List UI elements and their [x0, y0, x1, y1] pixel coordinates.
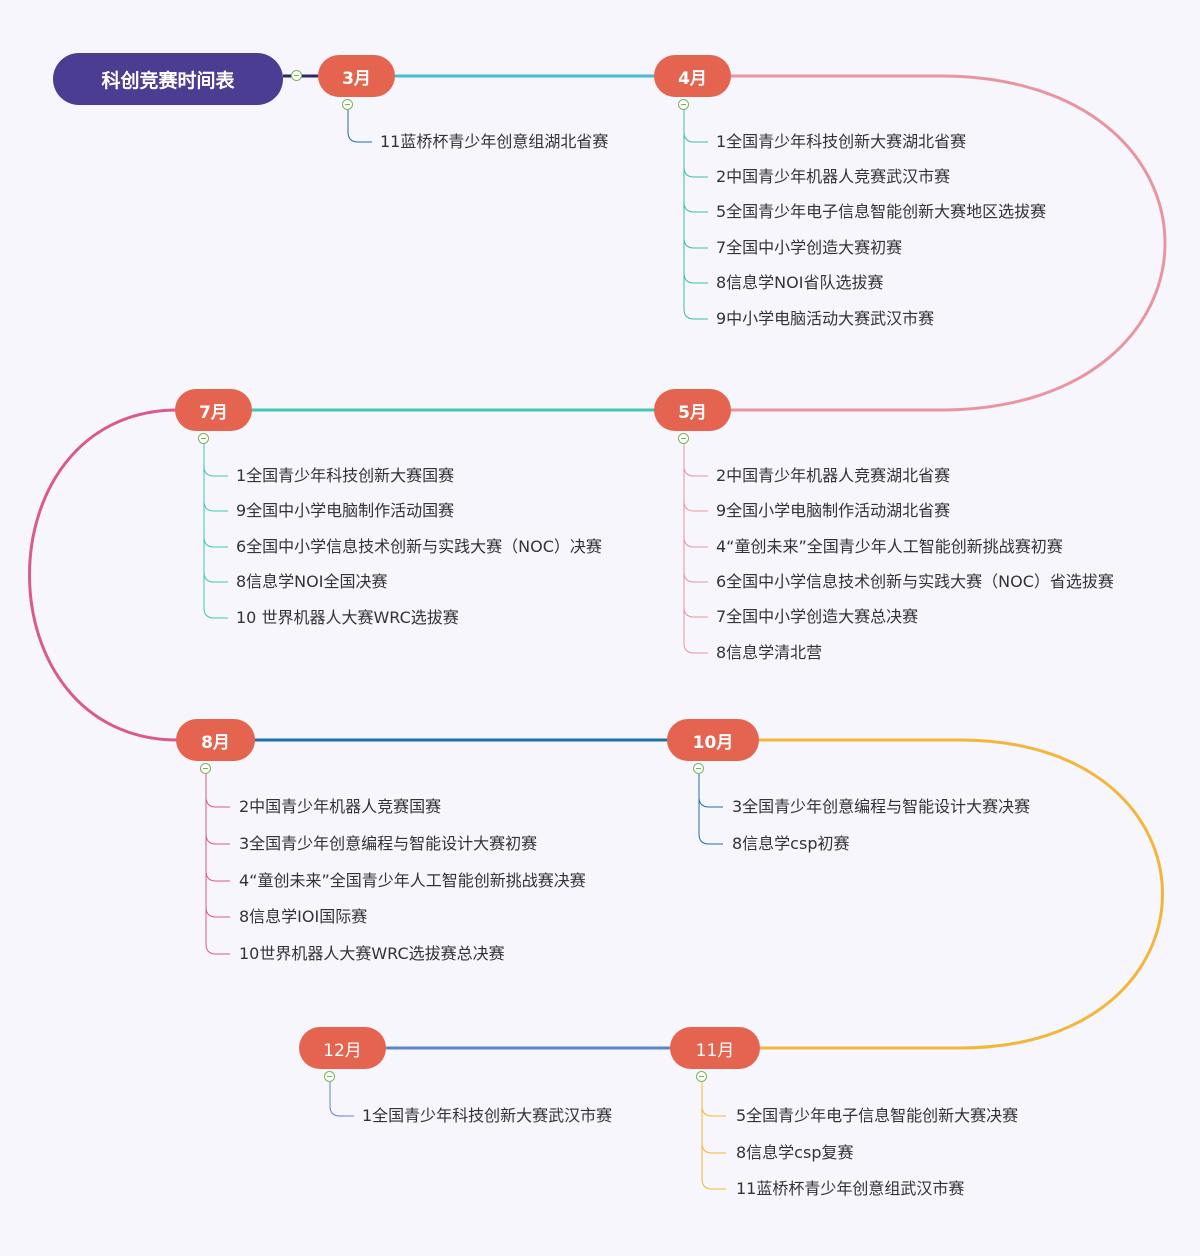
month-node-dec[interactable]: 12月 [299, 1027, 386, 1069]
collapse-icon[interactable] [678, 99, 689, 110]
collapse-icon[interactable] [291, 70, 302, 81]
list-item[interactable]: 7全国中小学创造大赛初赛 [716, 238, 903, 257]
month-node-nov[interactable]: 11月 [670, 1027, 760, 1069]
list-item[interactable]: 2中国青少年机器人竞赛国赛 [239, 797, 442, 816]
list-item[interactable]: 8信息学清北营 [716, 643, 823, 662]
collapse-icon[interactable] [693, 763, 704, 774]
list-item[interactable]: 10 世界机器人大赛WRC选拔赛 [236, 608, 459, 627]
list-item[interactable]: 8信息学NOI省队选拔赛 [716, 273, 884, 292]
link-oct-nov [758, 738, 1164, 1050]
list-item[interactable]: 7全国中小学创造大赛总决赛 [716, 607, 919, 626]
branch-aug [205, 774, 230, 955]
month-node-jul[interactable]: 7月 [175, 389, 252, 431]
list-item[interactable]: 5全国青少年电子信息智能创新大赛地区选拔赛 [716, 202, 1047, 221]
list-item[interactable]: 1全国青少年科技创新大赛武汉市赛 [362, 1106, 613, 1125]
list-item[interactable]: 8信息学IOI国际赛 [239, 907, 368, 926]
month-node-apr[interactable]: 4月 [654, 55, 731, 97]
month-node-mar[interactable]: 3月 [318, 55, 395, 97]
collapse-icon[interactable] [200, 763, 211, 774]
list-item[interactable]: 4“童创未来”全国青少年人工智能创新挑战赛初赛 [716, 537, 1063, 556]
list-item[interactable]: 8信息学csp复赛 [736, 1143, 854, 1162]
list-item[interactable]: 5全国青少年电子信息智能创新大赛决赛 [736, 1106, 1019, 1125]
list-item[interactable]: 1全国青少年科技创新大赛国赛 [236, 466, 455, 485]
list-item[interactable]: 3全国青少年创意编程与智能设计大赛初赛 [239, 834, 538, 853]
list-item[interactable]: 1全国青少年科技创新大赛湖北省赛 [716, 132, 967, 151]
collapse-icon[interactable] [324, 1071, 335, 1082]
list-item[interactable]: 11蓝桥杯青少年创意组武汉市赛 [736, 1179, 965, 1198]
collapse-icon[interactable] [198, 433, 209, 444]
list-item[interactable]: 8信息学csp初赛 [732, 834, 850, 853]
branch-jul [203, 444, 228, 619]
list-item[interactable]: 9中小学电脑活动大赛武汉市赛 [716, 309, 935, 328]
list-item[interactable]: 6全国中小学信息技术创新与实践大赛（NOC）决赛 [236, 537, 602, 556]
link-apr-may [730, 74, 1167, 412]
list-item[interactable]: 11蓝桥杯青少年创意组湖北省赛 [380, 132, 609, 151]
root-title[interactable]: 科创竞赛时间表 [53, 53, 283, 105]
list-item[interactable]: 4“童创未来”全国青少年人工智能创新挑战赛决赛 [239, 871, 586, 890]
month-node-oct[interactable]: 10月 [667, 719, 759, 761]
collapse-icon[interactable] [696, 1071, 707, 1082]
branch-apr [683, 110, 708, 320]
branch-mar [347, 110, 372, 143]
collapse-icon[interactable] [678, 433, 689, 444]
list-item[interactable]: 9全国小学电脑制作活动湖北省赛 [716, 501, 951, 520]
list-item[interactable]: 6全国中小学信息技术创新与实践大赛（NOC）省选拔赛 [716, 572, 1114, 591]
branch-may [683, 444, 708, 654]
list-item[interactable]: 2中国青少年机器人竞赛武汉市赛 [716, 167, 951, 186]
branch-oct [698, 774, 723, 845]
list-item[interactable]: 9全国中小学电脑制作活动国赛 [236, 501, 455, 520]
list-item[interactable]: 8信息学NOI全国决赛 [236, 572, 388, 591]
link-jul-aug [28, 408, 179, 742]
branch-dec [329, 1082, 354, 1117]
collapse-icon[interactable] [342, 99, 353, 110]
list-item[interactable]: 2中国青少年机器人竞赛湖北省赛 [716, 466, 951, 485]
month-node-may[interactable]: 5月 [654, 389, 731, 431]
list-item[interactable]: 3全国青少年创意编程与智能设计大赛决赛 [732, 797, 1031, 816]
list-item[interactable]: 10世界机器人大赛WRC选拔赛总决赛 [239, 944, 505, 963]
month-node-aug[interactable]: 8月 [176, 719, 255, 761]
branch-nov [701, 1082, 726, 1190]
